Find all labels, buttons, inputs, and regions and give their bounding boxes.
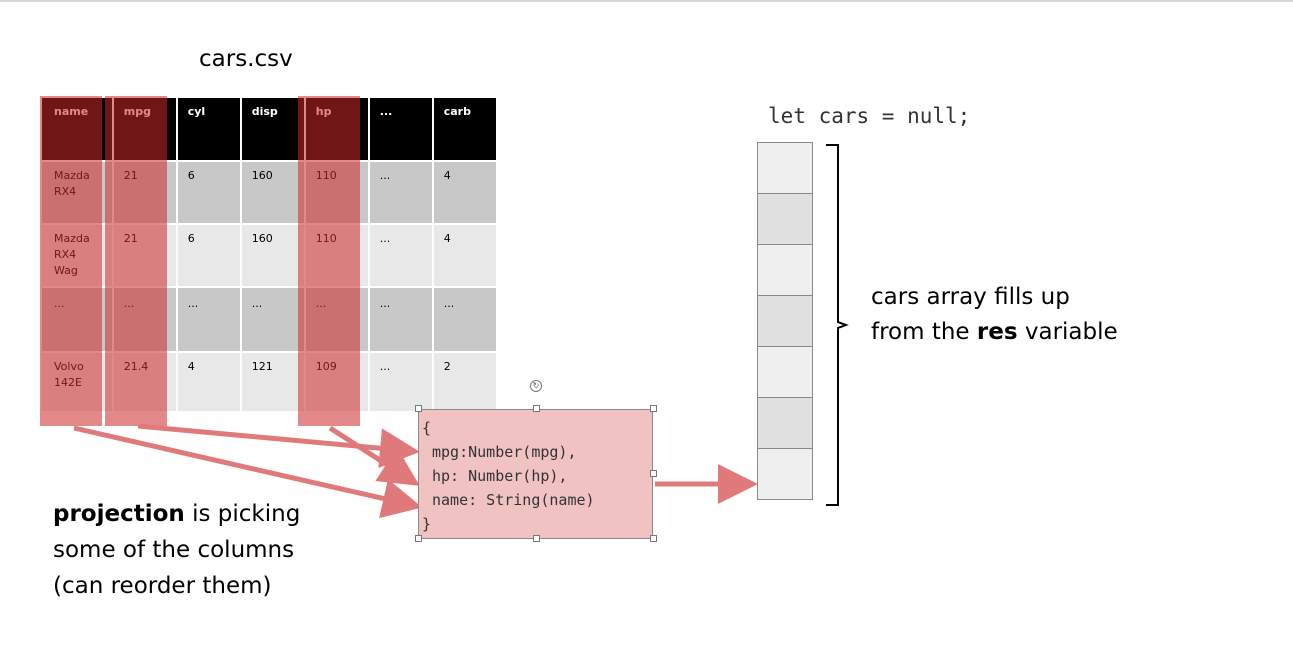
resize-handle-top[interactable] [533,405,540,412]
projection-code-box[interactable]: { mpg:Number(mpg), hp: Number(hp), name:… [418,409,653,539]
table-cell: ... [111,286,178,353]
code-open-brace: { [422,419,432,437]
arrow-mpg [137,423,420,469]
code-line-hp: hp: Number(hp), [432,467,568,485]
projection-caption: projection is picking some of the column… [53,496,300,604]
table-cell: ... [367,351,434,413]
table-row: Volvo 142E 21.4 4 121 109 ... 2 [40,351,498,413]
header-name: name [40,96,114,162]
table-cell: 2 [431,351,498,413]
caption-bold: projection [53,501,185,527]
table-cell: ... [40,286,114,353]
table-cell: 21 [111,160,178,225]
explanation-text: variable [1017,319,1118,345]
array-cell [757,397,813,449]
caption-line2: some of the columns [53,537,295,563]
table-cell: 110 [303,160,370,225]
header-carb: carb [431,96,498,162]
table-cell: 160 [239,223,306,288]
cars-table: name mpg cyl disp hp ... carb Mazda RX4 … [40,96,498,413]
table-row: Mazda RX4 Wag 21 6 160 110 ... 4 [40,223,498,288]
array-cell [757,142,813,194]
array-cell [757,244,813,296]
right-brace [826,144,849,506]
table-cell: 21.4 [111,351,178,413]
table-header-row: name mpg cyl disp hp ... carb [40,96,498,162]
resize-handle-bottom-left[interactable] [415,535,422,542]
arrow-name [73,425,423,519]
table-cell: 4 [431,223,498,288]
resize-handle-bottom[interactable] [533,535,540,542]
rotate-handle-icon[interactable]: ↻ [530,380,542,392]
code-line-name: name: String(name) [432,491,595,509]
table-cell: Mazda RX4 Wag [40,223,114,288]
header-cyl: cyl [175,96,242,162]
table-cell: 4 [431,160,498,225]
table-cell: ... [303,286,370,353]
table-cell: 109 [303,351,370,413]
table-cell: 4 [175,351,242,413]
resize-handle-right[interactable] [650,470,657,477]
code-line-mpg: mpg:Number(mpg), [432,443,577,461]
table-row: Mazda RX4 21 6 160 110 ... 4 [40,160,498,225]
table-cell: 110 [303,223,370,288]
table-cell: 6 [175,223,242,288]
arrow-hp [328,425,420,486]
code-close-brace: } [422,515,432,533]
table-title: cars.csv [199,46,293,72]
table-cell: Mazda RX4 [40,160,114,225]
table-cell: Volvo 142E [40,351,114,413]
cars-array [757,142,813,500]
array-explanation-line2: from the res variable [871,315,1118,350]
header-ellipsis: ... [367,96,434,162]
table-row: ... ... ... ... ... ... ... [40,286,498,353]
table-cell: ... [431,286,498,353]
table-cell: ... [175,286,242,353]
table-cell: 21 [111,223,178,288]
table-cell: ... [367,223,434,288]
explanation-text: from the [871,319,977,345]
caption-text: is picking [184,501,301,527]
resize-handle-top-right[interactable] [650,405,657,412]
table-cell: 121 [239,351,306,413]
table-cell: 160 [239,160,306,225]
table-cell: 6 [175,160,242,225]
header-disp: disp [239,96,306,162]
table-cell: ... [239,286,306,353]
explanation-bold: res [976,319,1018,345]
array-explanation: cars array fills up from the res variabl… [871,280,1118,350]
array-cell [757,295,813,347]
resize-handle-bottom-right[interactable] [650,535,657,542]
table-cell: ... [367,286,434,353]
table-cell: ... [367,160,434,225]
array-cell [757,448,813,500]
resize-handle-top-left[interactable] [415,405,422,412]
top-divider [0,0,1293,2]
header-mpg: mpg [111,96,178,162]
array-cell [757,346,813,398]
array-explanation-line1: cars array fills up [871,284,1070,310]
cars-declaration: let cars = null; [768,104,971,128]
caption-line3: (can reorder them) [53,573,272,599]
header-hp: hp [303,96,370,162]
caption-line1: projection is picking [53,496,300,532]
array-cell [757,193,813,245]
